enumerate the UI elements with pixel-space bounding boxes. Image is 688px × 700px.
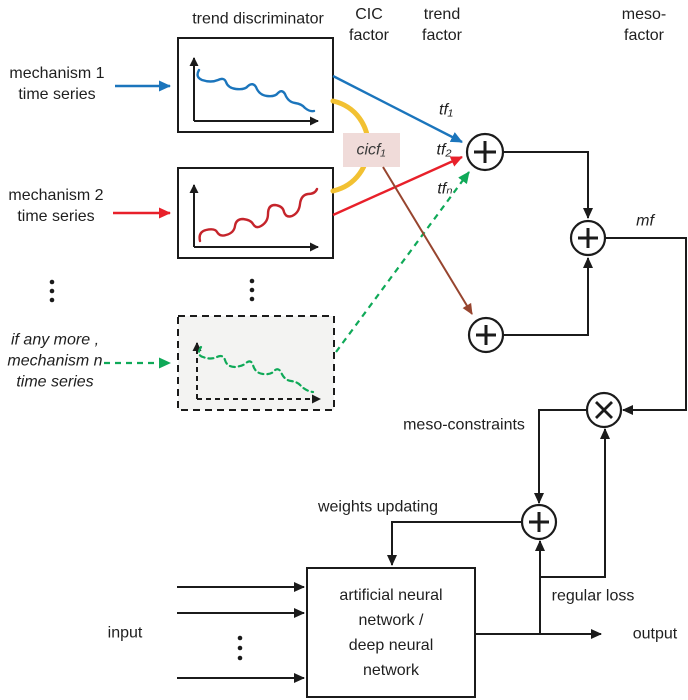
sum-operator-4 [520,503,558,541]
mech1-declining-trend-curve [196,68,316,113]
meso-factor-label: meso- factor [621,6,667,44]
tf2-arrow [332,155,463,217]
tfn-label: tfₙ [437,180,453,198]
trend-factor-label: trend factor [421,6,463,44]
trend-discriminator-label: trend discriminator [192,10,324,28]
mechanism-ellipsis-icon [49,279,55,303]
regular-loss-to-multiply-connector [540,428,610,578]
plus-icon [529,512,549,532]
sum-operator-3 [467,316,505,354]
plus-icon [578,228,598,248]
tfn-arrow [335,171,470,353]
trend-box-mechn-dashed [177,315,335,411]
sum1-to-sum2-connector [503,151,593,219]
plus-icon [476,325,496,345]
mech2-rising-trend-curve [198,187,319,243]
sum3-to-sum2-connector [503,257,593,336]
plus-icon [474,141,496,163]
cicf1-arrow [382,166,473,315]
mechanism2-label: mechanism 2 time series [8,187,104,225]
tf2-label: tf₂ [436,141,452,159]
ann-box [306,567,476,698]
tf1-arrow [332,74,463,144]
multiply-operator [585,391,623,429]
input-label: input [107,624,143,642]
cicf1-tag-background [343,133,400,167]
input-ellipsis-icon [237,635,243,661]
meso-constraints-connector [534,409,587,504]
mf-feedback-connector [605,237,687,415]
tf1-label: tf₁ [439,101,453,119]
sum-operator-2 [569,219,607,257]
output-label: output [632,625,678,643]
mechn-declining-trend-curve [197,345,315,394]
regular-loss-label: regular loss [551,587,635,605]
meso-constraints-label: meso-constraints [403,416,525,434]
cicf1-label: cicf₁ [356,141,386,159]
multiply-icon [595,401,613,419]
mf-label: mf [636,212,654,230]
trend-box-mech2 [177,167,334,259]
mechanismn-label: if any more , mechanism n time series [7,331,103,391]
sum-operator-1 [465,132,505,172]
discriminator-ellipsis-icon [249,278,255,302]
weights-updating-connector [387,521,522,566]
cic-factor-label: CIC factor [348,6,390,44]
ann-box-label: artificial neural network / deep neural … [339,586,443,679]
mechanism1-label: mechanism 1 time series [9,65,105,103]
weights-updating-label: weights updating [317,498,439,516]
